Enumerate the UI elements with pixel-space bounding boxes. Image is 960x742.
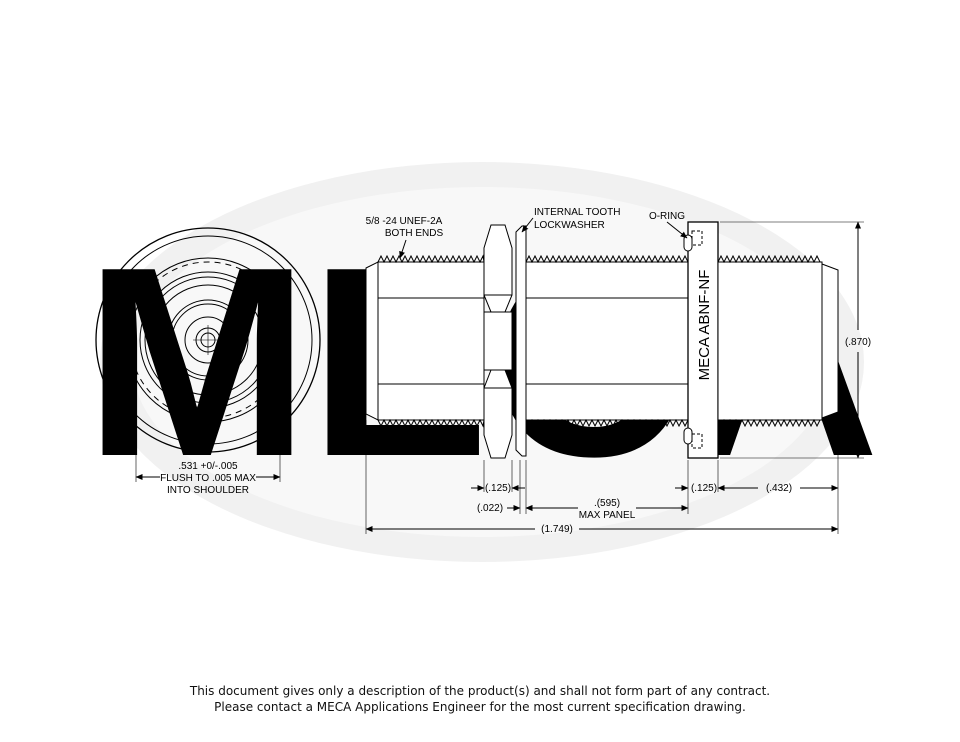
face-label-2: FLUSH TO .005 MAX: [160, 473, 256, 484]
dim-panel-1: .(595): [594, 498, 620, 509]
dim-washer: (.022): [477, 503, 503, 514]
disclaimer-line-2: Please contact a MECA Applications Engin…: [214, 700, 746, 714]
oring-label: O-RING: [649, 211, 685, 222]
dim-nut-width: (.125): [485, 483, 511, 494]
end-view: [95, 227, 321, 482]
dim-height: (.870): [845, 337, 871, 348]
dim-flange: (.125): [691, 483, 717, 494]
side-view: [365, 217, 864, 534]
face-label-3: INTO SHOULDER: [167, 485, 249, 496]
dim-overall: (1.749): [541, 524, 573, 535]
part-number-marking: MECA ABNF-NF: [696, 270, 713, 381]
disclaimer: This document gives only a description o…: [0, 683, 960, 715]
lockwasher-label-1: INTERNAL TOOTH: [534, 207, 621, 218]
thread-label-2: BOTH ENDS: [385, 228, 444, 239]
disclaimer-line-1: This document gives only a description o…: [189, 684, 771, 698]
dim-panel-2: MAX PANEL: [579, 510, 636, 521]
lockwasher-label-2: LOCKWASHER: [534, 220, 605, 231]
face-label-1: .531 +0/-.005: [178, 461, 238, 472]
thread-label-1: 5/8 -24 UNEF-2A: [366, 216, 443, 227]
dim-rear: (.432): [766, 483, 792, 494]
